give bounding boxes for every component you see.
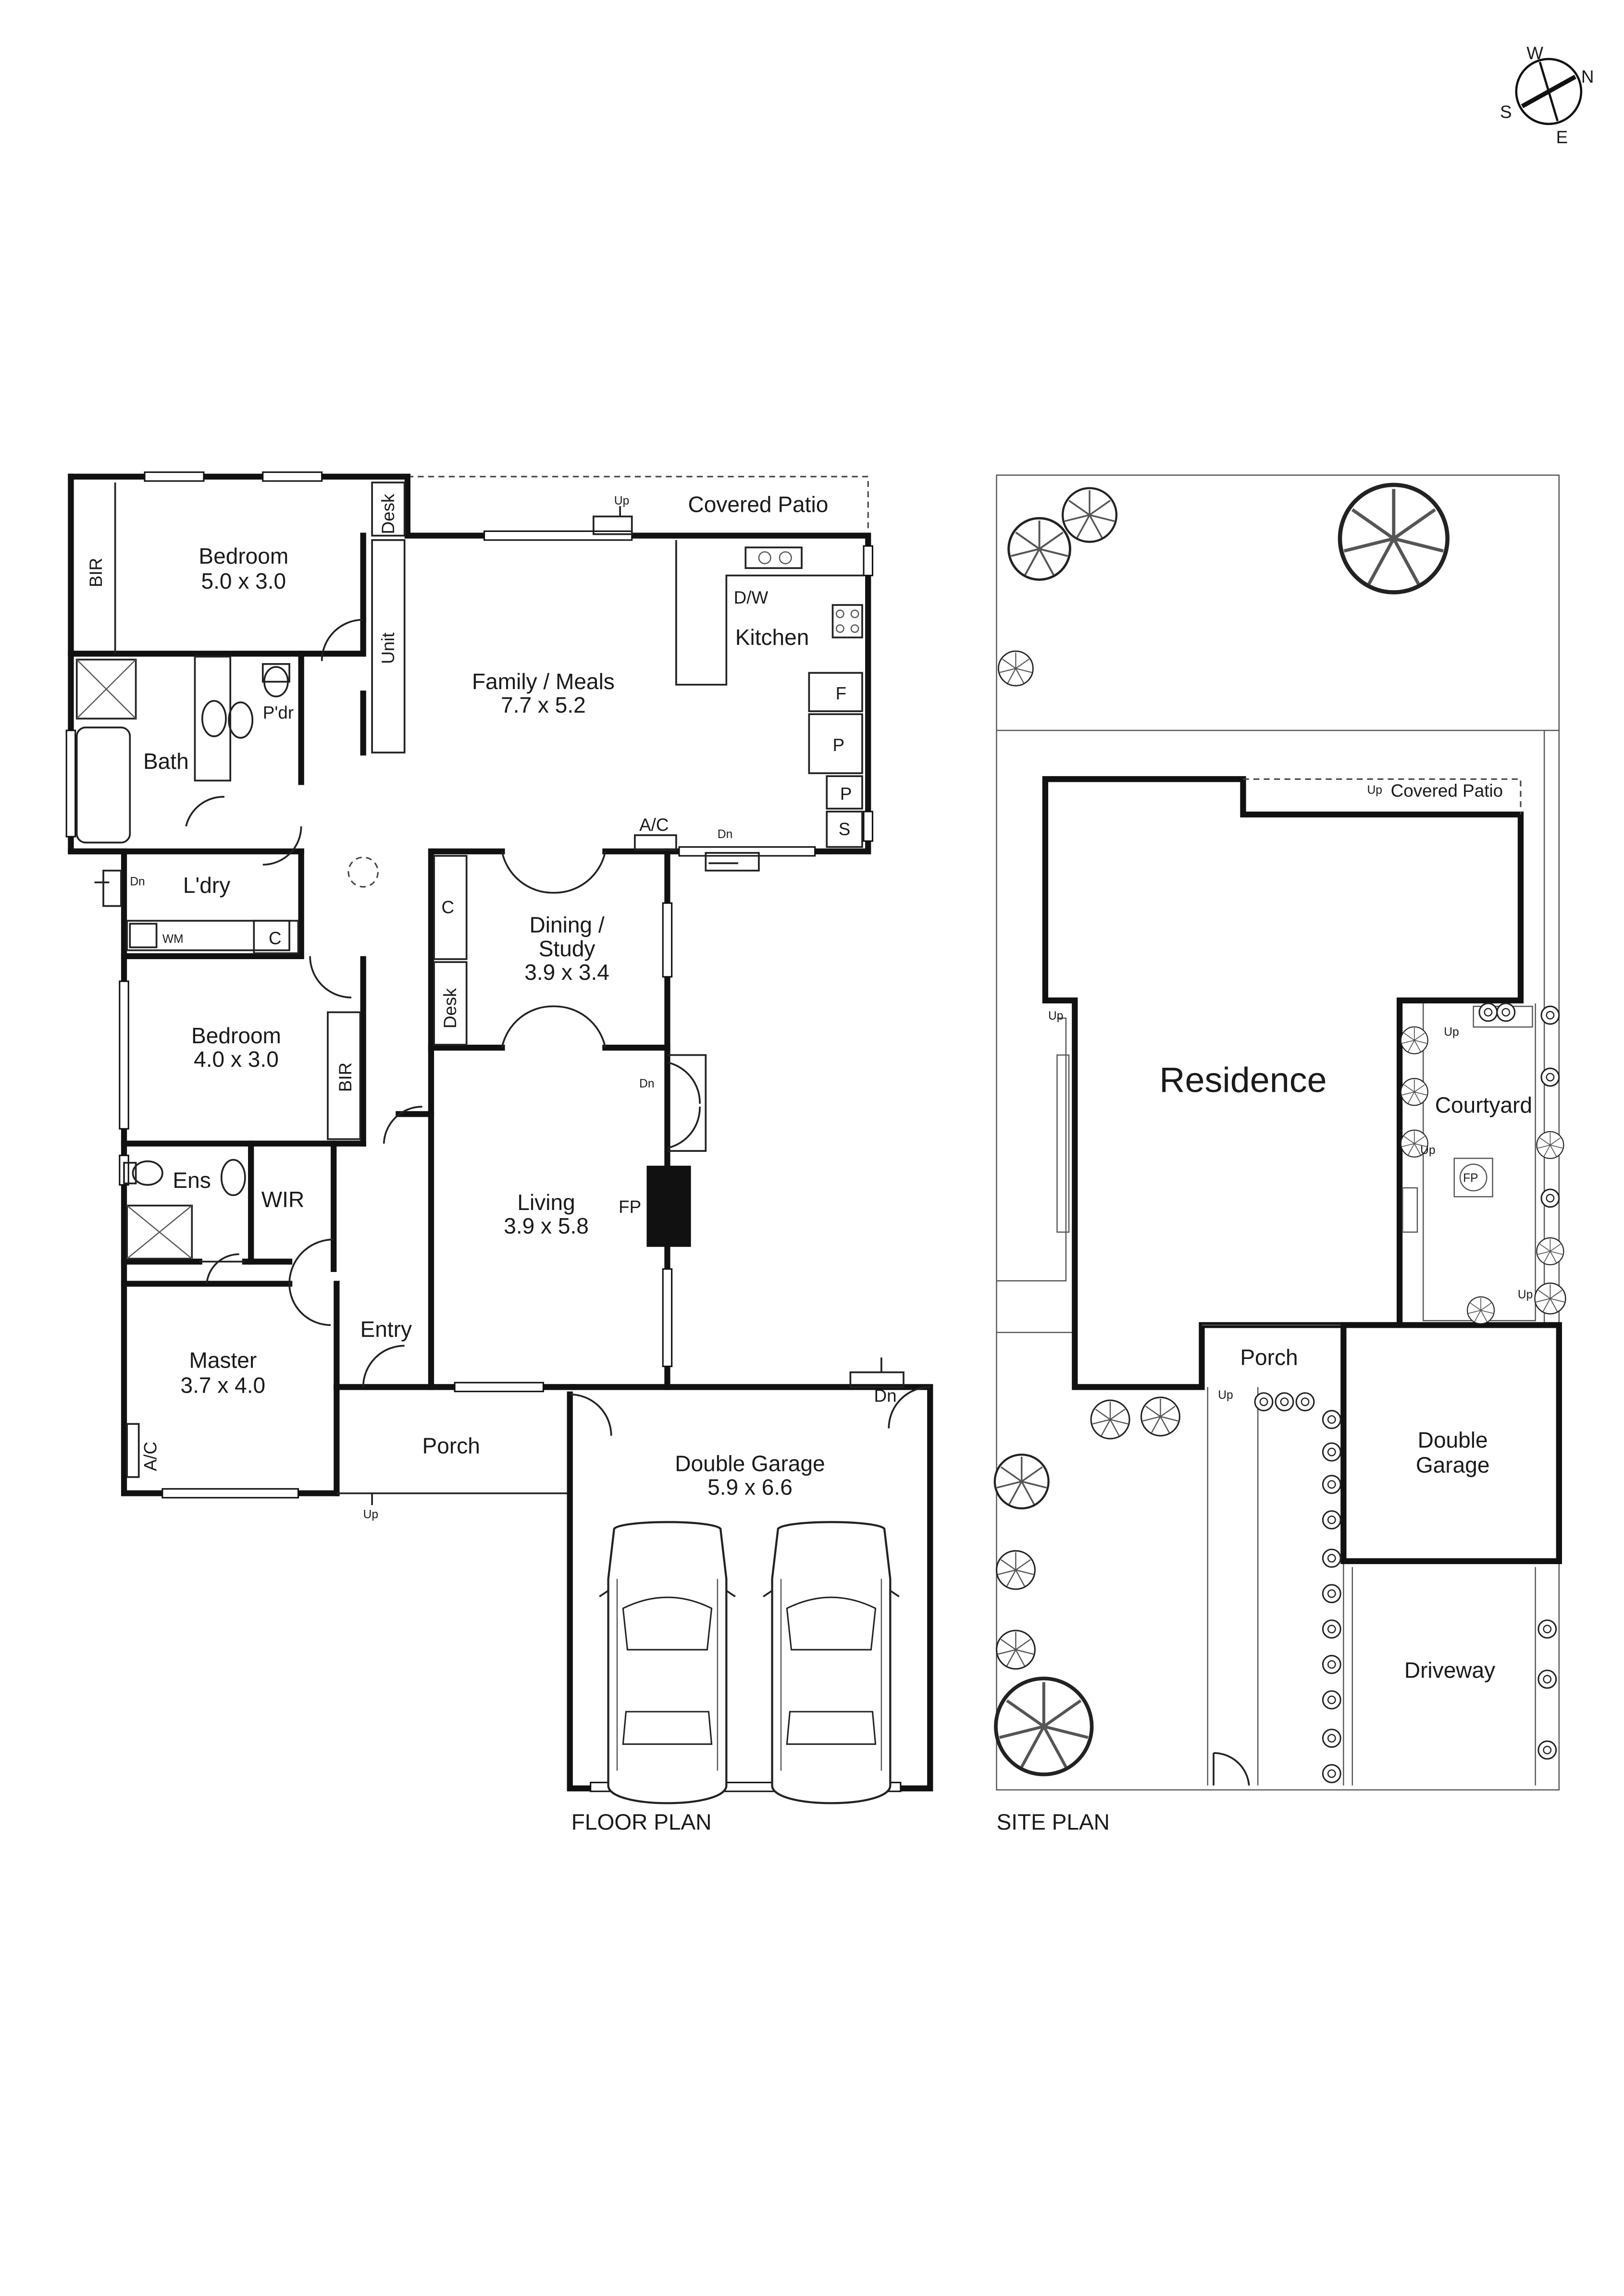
dining-size: 3.9 x 3.4 bbox=[524, 960, 609, 985]
compass: W N S E bbox=[1500, 43, 1594, 147]
covered-patio-label: Covered Patio bbox=[688, 492, 828, 517]
courtyard-label: Courtyard bbox=[1435, 1092, 1532, 1117]
ac-master-label: A/C bbox=[141, 1442, 161, 1471]
laundry-label: L'dry bbox=[183, 873, 230, 898]
entry-label: Entry bbox=[360, 1317, 412, 1342]
dn-family-label: Dn bbox=[718, 828, 732, 841]
bedroom2-name: Bedroom bbox=[191, 1023, 281, 1048]
ens-label: Ens bbox=[173, 1168, 211, 1193]
site-porch-up-label: Up bbox=[1218, 1389, 1233, 1402]
family-size: 7.7 x 5.2 bbox=[501, 692, 586, 717]
bir-top-label: BIR bbox=[86, 558, 106, 587]
garage-size: 5.9 x 6.6 bbox=[707, 1475, 793, 1500]
floor-plan: Covered Patio Up Desk BIR Bedroom 5.0 x … bbox=[65, 471, 933, 1835]
master-name: Master bbox=[189, 1348, 257, 1373]
ac-top-label: A/C bbox=[639, 815, 669, 835]
master-size: 3.7 x 4.0 bbox=[181, 1373, 266, 1398]
garage-name: Double Garage bbox=[675, 1451, 825, 1476]
compass-s: S bbox=[1500, 102, 1512, 122]
bath-label: Bath bbox=[143, 749, 189, 774]
pantry1-label: P bbox=[833, 735, 845, 755]
site-plan-caption: SITE PLAN bbox=[996, 1810, 1109, 1835]
bir-mid-label: BIR bbox=[335, 1062, 355, 1092]
site-fp-label: FP bbox=[1463, 1172, 1478, 1185]
compass-e: E bbox=[1556, 127, 1568, 147]
dining-name2: Study bbox=[539, 936, 595, 961]
porch-label: Porch bbox=[422, 1433, 480, 1458]
dining-name: Dining / bbox=[529, 913, 604, 938]
site-porch-label: Porch bbox=[1240, 1345, 1298, 1370]
site-garage-line1: Double bbox=[1418, 1427, 1488, 1452]
site-patio-up-label: Up bbox=[1367, 784, 1382, 797]
site-plan: Covered Patio Up Residence Courtyard Up … bbox=[995, 474, 1566, 1835]
court-up2-label: Up bbox=[1420, 1144, 1435, 1157]
bedroom1-name: Bedroom bbox=[198, 543, 288, 568]
site-covered-patio-label: Covered Patio bbox=[1391, 781, 1503, 801]
store-label: S bbox=[839, 819, 851, 839]
family-name: Family / Meals bbox=[472, 669, 615, 694]
up-porch-label: Up bbox=[363, 1508, 378, 1521]
desk-dining-label: Desk bbox=[440, 988, 460, 1029]
desk-top-label: Desk bbox=[378, 494, 398, 534]
compass-n: N bbox=[1581, 67, 1594, 86]
court-up3-label: Up bbox=[1518, 1288, 1533, 1301]
pantry2-label: P bbox=[840, 784, 852, 803]
floor-plan-caption: FLOOR PLAN bbox=[571, 1810, 712, 1835]
wm-label: WM bbox=[162, 933, 184, 946]
driveway-label: Driveway bbox=[1404, 1657, 1495, 1682]
bedroom2-size: 4.0 x 3.0 bbox=[194, 1047, 279, 1072]
fp-label: FP bbox=[619, 1197, 641, 1217]
court-up1-label: Up bbox=[1444, 1026, 1459, 1039]
bedroom1-size: 5.0 x 3.0 bbox=[201, 568, 286, 593]
site-garage-line2: Garage bbox=[1416, 1453, 1490, 1478]
site-up-left-label: Up bbox=[1048, 1010, 1063, 1023]
unit-label: Unit bbox=[378, 632, 398, 664]
dn-laundry-label: Dn bbox=[130, 875, 145, 888]
kitchen-label: Kitchen bbox=[735, 625, 809, 650]
patio-up-label: Up bbox=[614, 494, 629, 507]
living-size: 3.9 x 5.8 bbox=[504, 1213, 589, 1238]
living-name: Living bbox=[517, 1190, 575, 1215]
c-laundry-label: C bbox=[269, 928, 282, 948]
compass-w: W bbox=[1526, 43, 1543, 63]
wir-label: WIR bbox=[261, 1187, 305, 1212]
c-dining-label: C bbox=[441, 898, 454, 917]
residence-label: Residence bbox=[1159, 1060, 1326, 1099]
dn-garage-label: Dn bbox=[874, 1386, 897, 1406]
fridge-label: F bbox=[836, 684, 847, 704]
dw-label: D/W bbox=[734, 588, 769, 607]
dn-living-label: Dn bbox=[639, 1077, 654, 1090]
powder-label: P'dr bbox=[263, 703, 294, 722]
